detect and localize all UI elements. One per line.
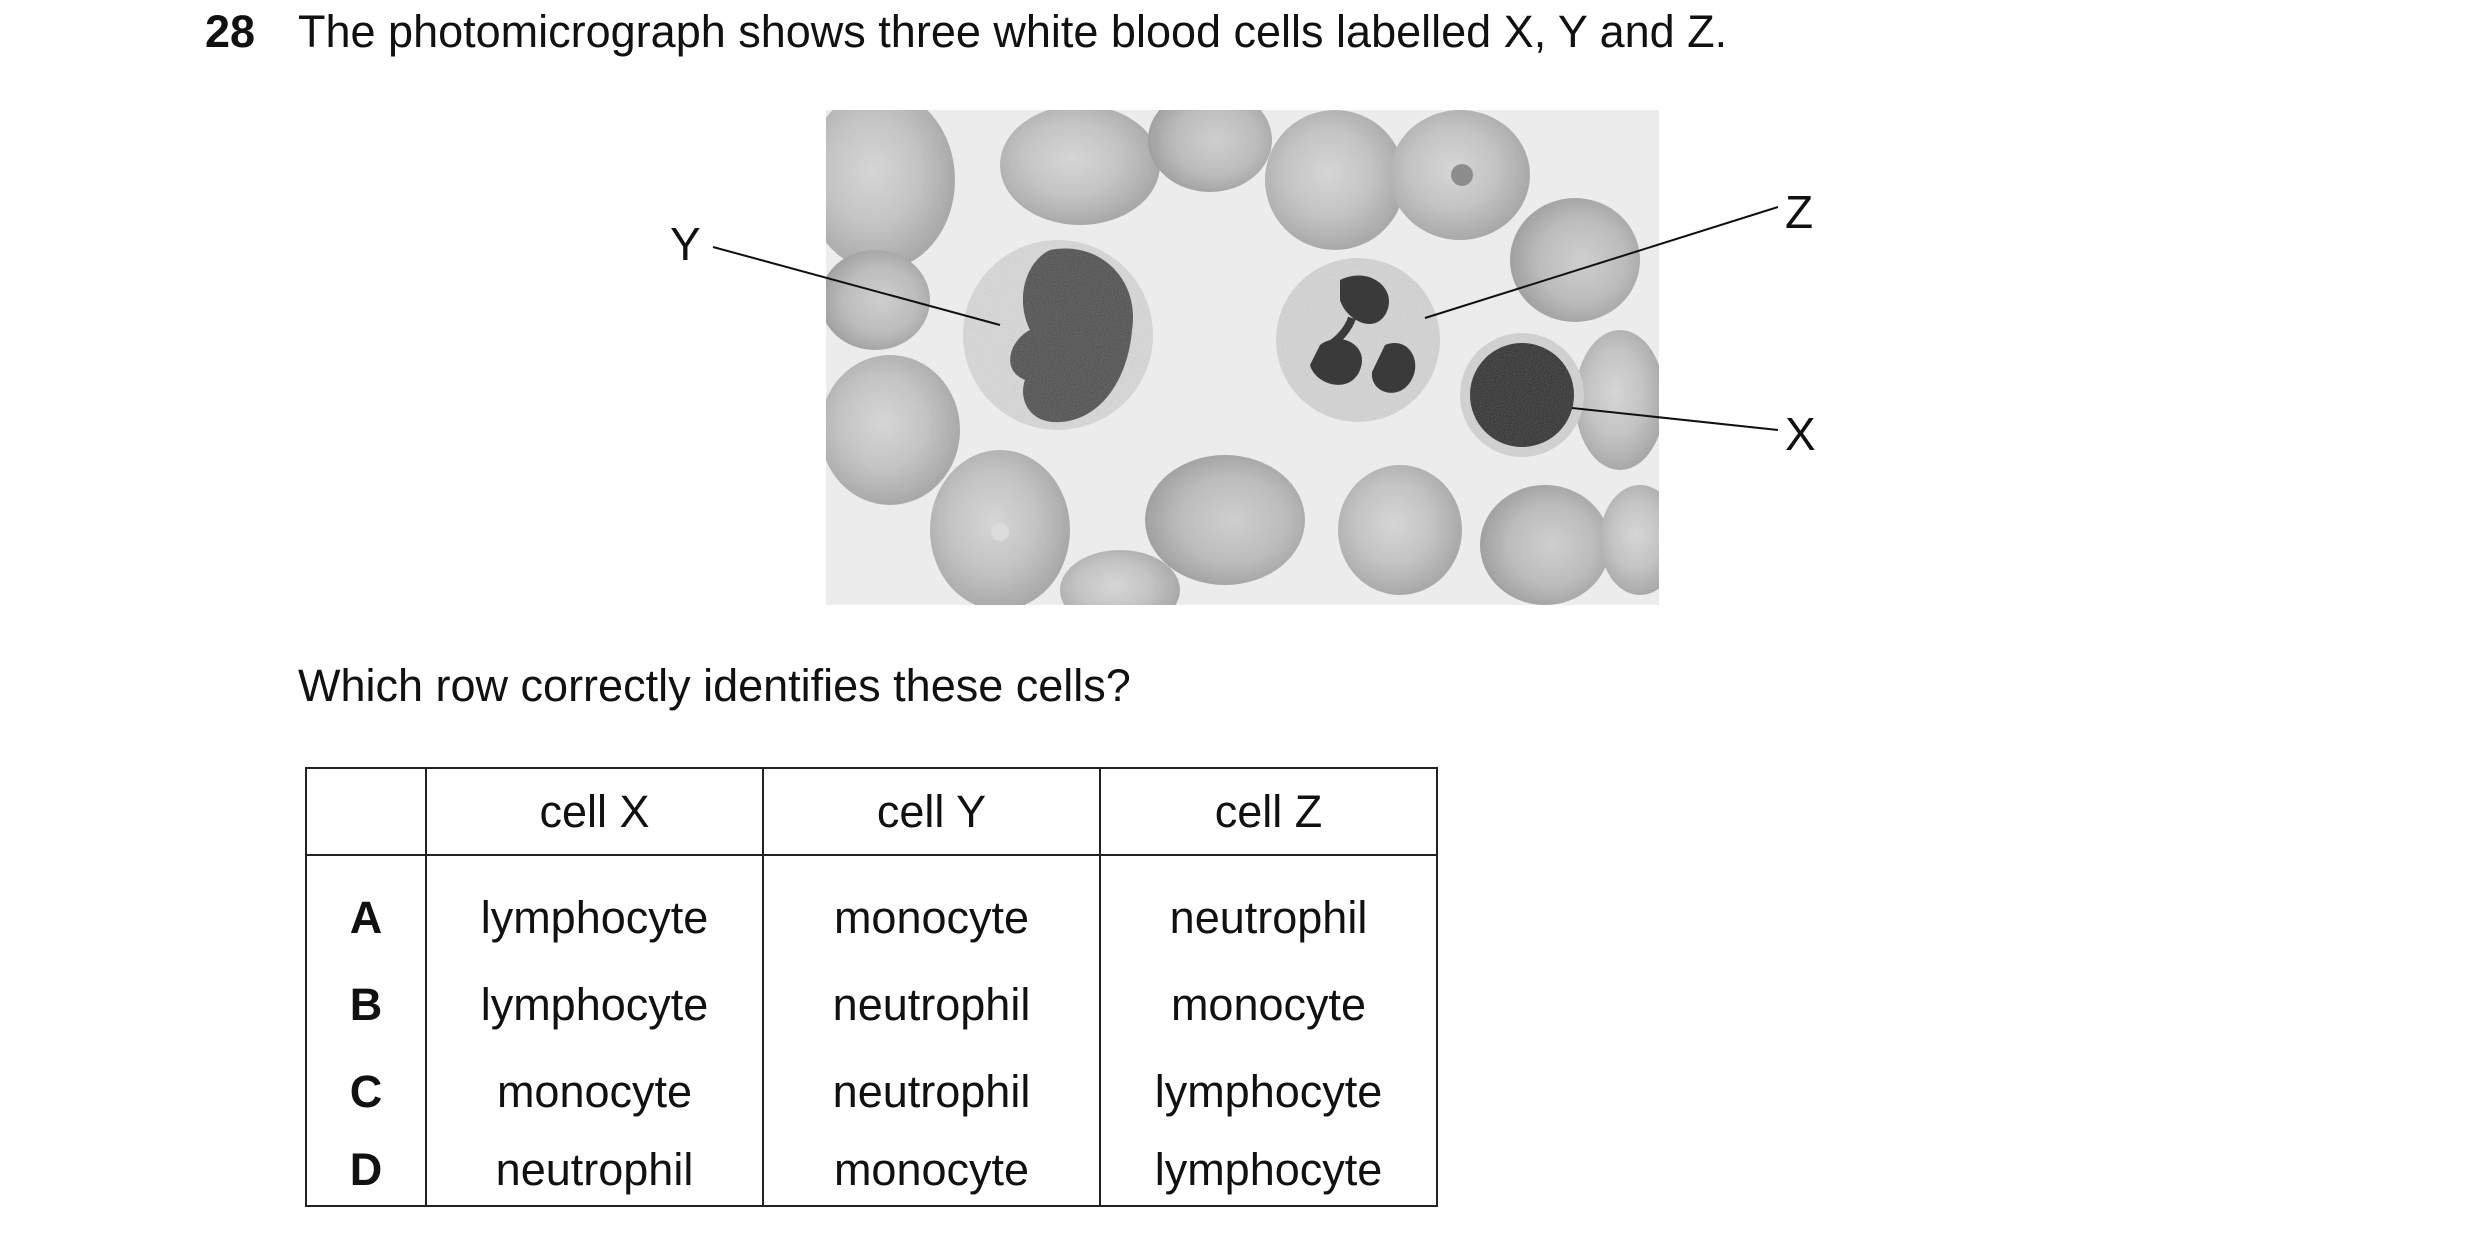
- label-y: Y: [670, 218, 701, 270]
- leader-line-z: [1424, 206, 1779, 319]
- option-key: A: [305, 855, 427, 961]
- table-header-row: cell X cell Y cell Z: [305, 767, 1438, 856]
- header-cell-z: cell Z: [1099, 767, 1438, 856]
- answer-options-table: cell X cell Y cell Z A lymphocyte monocy…: [305, 767, 1438, 1207]
- option-cell-x: neutrophil: [425, 1135, 764, 1207]
- option-cell-y: neutrophil: [762, 1048, 1101, 1135]
- option-cell-y: monocyte: [762, 855, 1101, 961]
- option-row-c[interactable]: C monocyte neutrophil lymphocyte: [305, 1048, 1438, 1135]
- question-number: 28: [205, 6, 256, 57]
- option-cell-z: lymphocyte: [1099, 1048, 1438, 1135]
- red-blood-cells: [826, 110, 1659, 605]
- option-row-a[interactable]: A lymphocyte monocyte neutrophil: [305, 855, 1438, 961]
- option-cell-y: neutrophil: [762, 961, 1101, 1048]
- option-cell-x: lymphocyte: [425, 961, 764, 1048]
- photomicrograph-figure: Y Z X: [670, 110, 1816, 605]
- cell-x-lymphocyte: [1460, 333, 1584, 457]
- leader-line-y: [712, 246, 1001, 326]
- option-row-d[interactable]: D neutrophil monocyte lymphocyte: [305, 1135, 1438, 1207]
- option-cell-x: monocyte: [425, 1048, 764, 1135]
- micrograph-photo: [826, 110, 1659, 605]
- question-prompt: Which row correctly identifies these cel…: [298, 660, 1131, 711]
- label-x: X: [1785, 408, 1816, 460]
- option-cell-x: lymphocyte: [425, 855, 764, 961]
- header-cell-x: cell X: [425, 767, 764, 856]
- option-cell-z: neutrophil: [1099, 855, 1438, 961]
- option-cell-y: monocyte: [762, 1135, 1101, 1207]
- option-key: C: [305, 1048, 427, 1135]
- option-key: D: [305, 1135, 427, 1207]
- option-cell-z: monocyte: [1099, 961, 1438, 1048]
- header-cell-y: cell Y: [762, 767, 1101, 856]
- option-cell-z: lymphocyte: [1099, 1135, 1438, 1207]
- leader-line-x: [1571, 407, 1779, 431]
- cell-z-neutrophil: [1276, 258, 1440, 422]
- option-row-b[interactable]: B lymphocyte neutrophil monocyte: [305, 961, 1438, 1048]
- option-key: B: [305, 961, 427, 1048]
- header-empty: [305, 767, 427, 856]
- cell-y-monocyte: [963, 240, 1153, 430]
- question-stem: The photomicrograph shows three white bl…: [298, 6, 1728, 57]
- label-z: Z: [1785, 186, 1813, 238]
